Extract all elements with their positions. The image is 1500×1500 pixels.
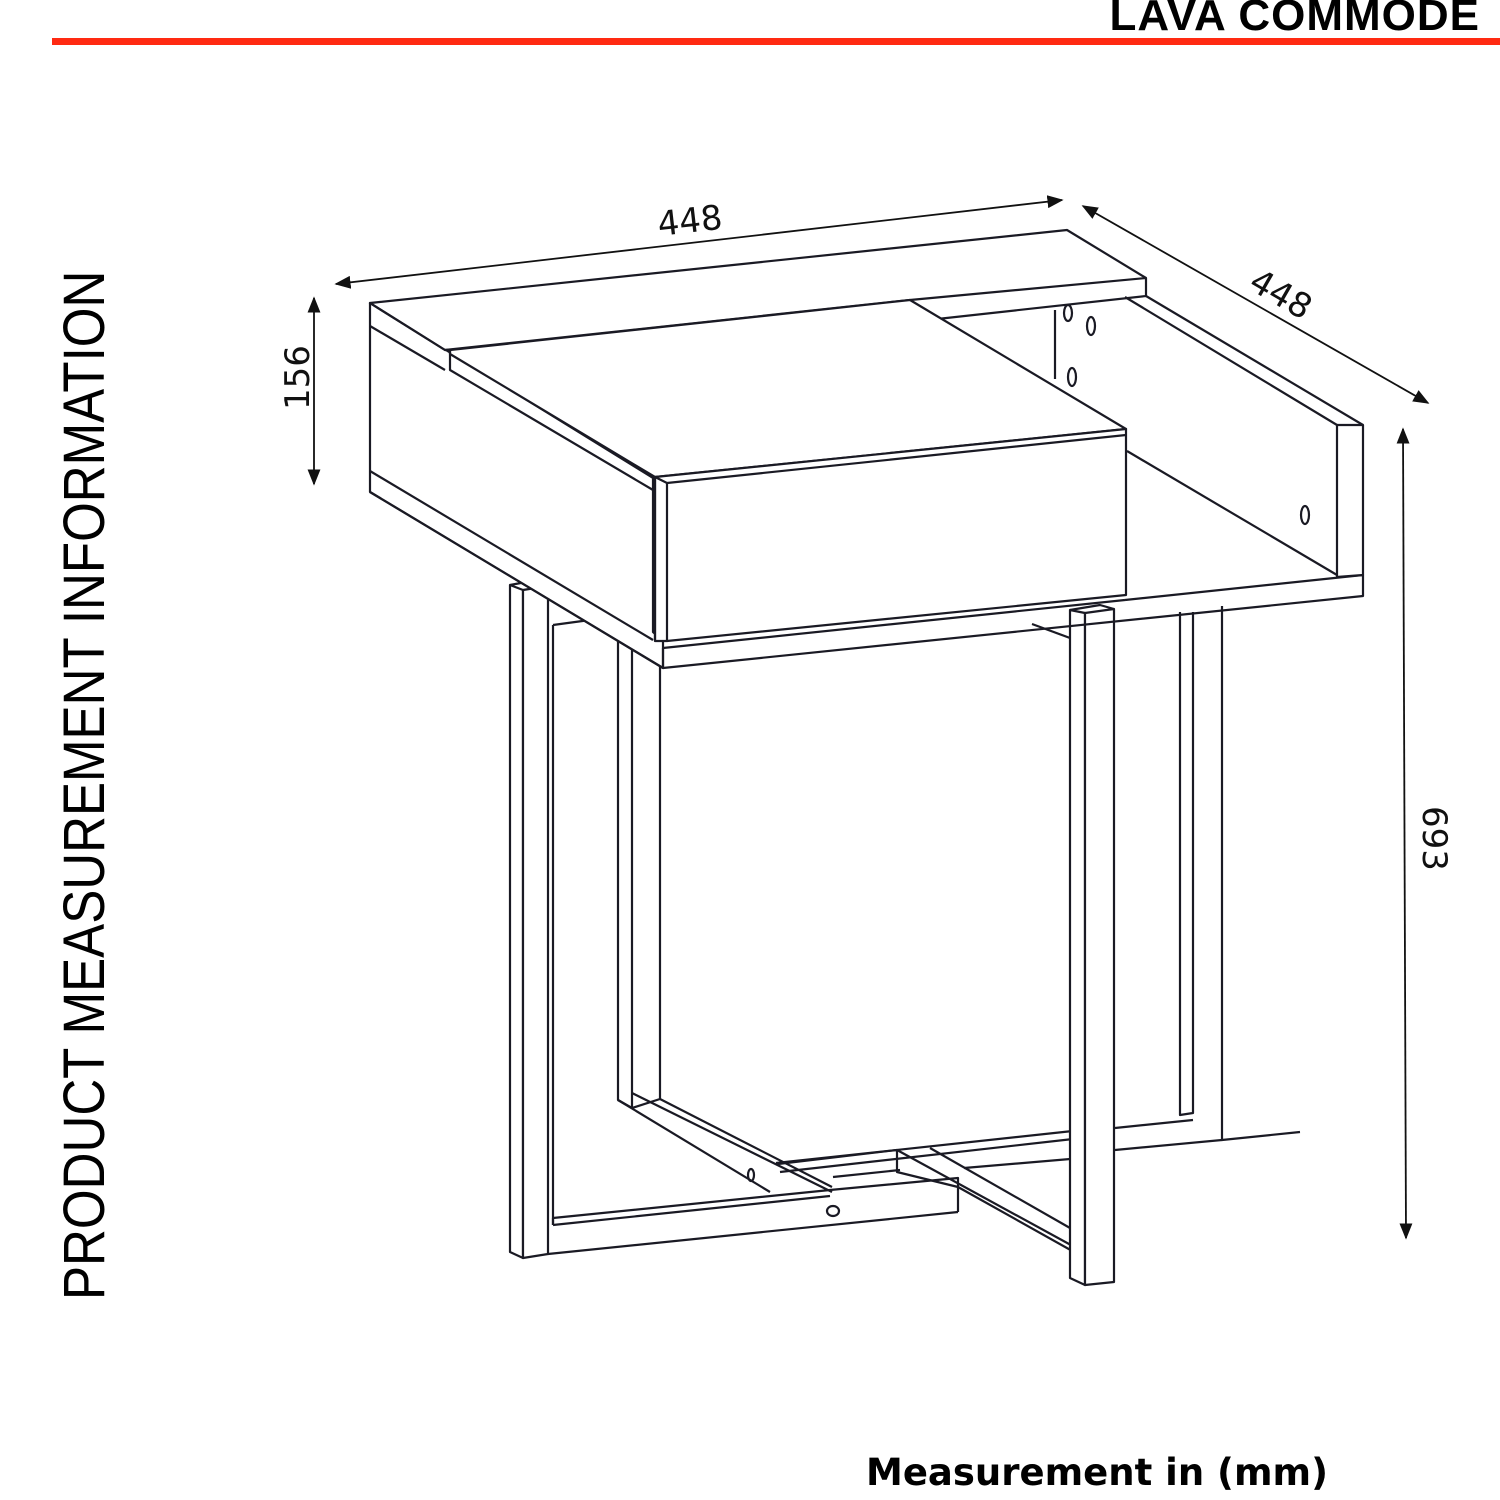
- width-value: 448: [655, 198, 724, 245]
- dimension-depth: 448: [1081, 205, 1430, 404]
- dimension-total-height: 693: [1396, 427, 1454, 1240]
- top-height-value: 156: [278, 345, 318, 410]
- total-height-value: 693: [1414, 806, 1454, 871]
- dimension-top-height: 156: [278, 296, 321, 486]
- units-note: Measurement in (mm): [866, 1451, 1328, 1494]
- dimension-width: 448: [334, 195, 1064, 289]
- metal-frame: [508, 578, 1301, 1287]
- product-title: LAVA COMMODE: [1109, 0, 1480, 40]
- title-underline: [52, 38, 1500, 45]
